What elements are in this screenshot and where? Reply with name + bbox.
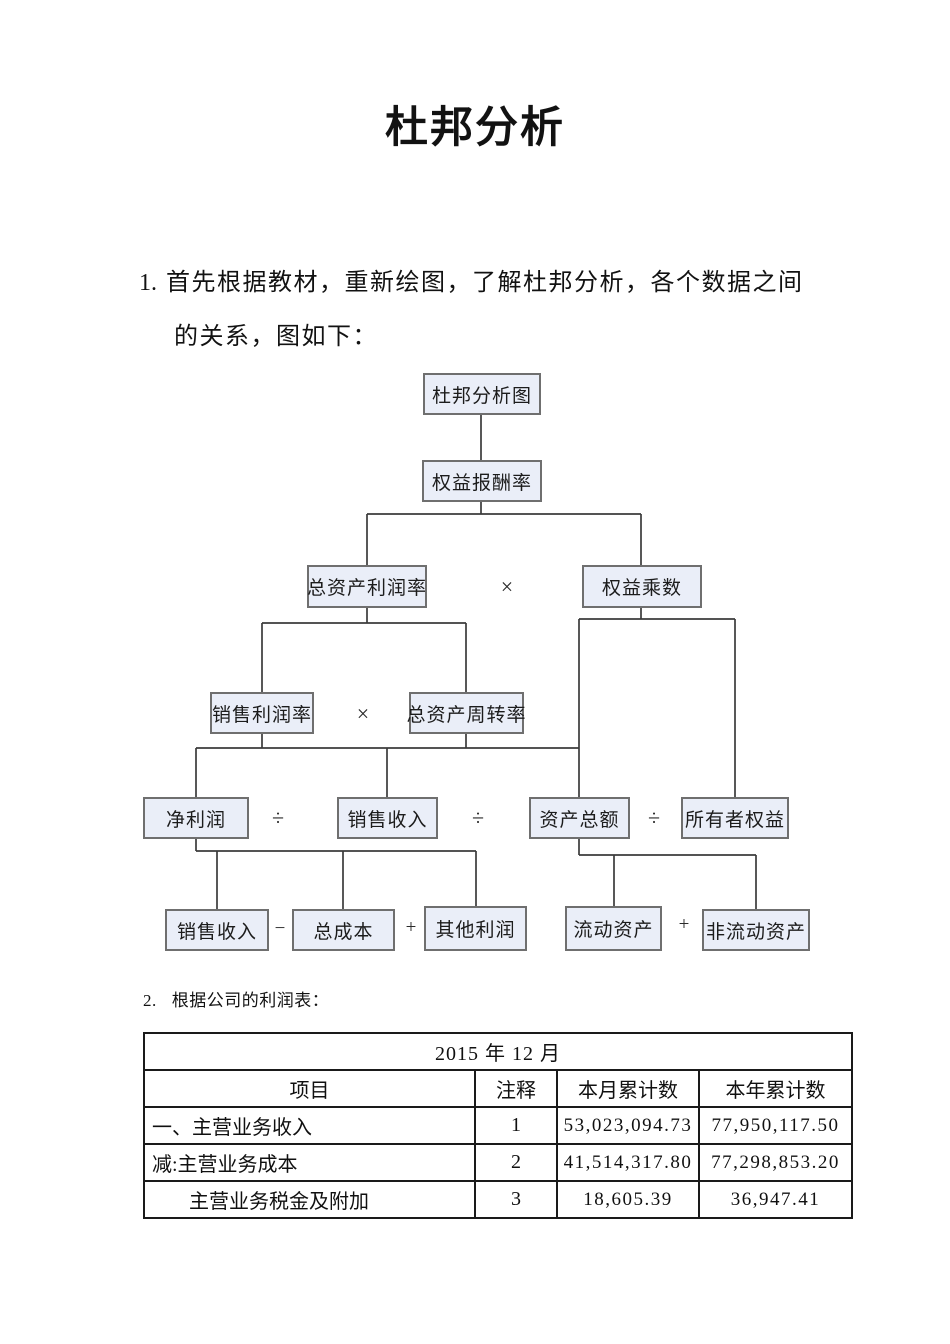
list-item-2-text: 根据公司的利润表： bbox=[171, 991, 330, 1010]
page-title: 杜邦分析 bbox=[385, 104, 565, 152]
flowchart-node-net-profit: 净利润 bbox=[143, 797, 249, 839]
table-cell-year: 36,947.41 bbox=[698, 1180, 853, 1219]
table-cell-month: 18,605.39 bbox=[556, 1180, 700, 1219]
operator-multiply-1: × bbox=[500, 574, 514, 599]
table-header-month-total: 本月累计数 bbox=[556, 1069, 700, 1108]
table-cell-year: 77,298,853.20 bbox=[698, 1143, 853, 1182]
list-item-1-line2: 的关系，图如下： bbox=[174, 324, 378, 350]
table-cell-year: 77,950,117.50 bbox=[698, 1106, 853, 1145]
flowchart-node-sales-profit-rate: 销售利润率 bbox=[210, 692, 314, 734]
flowchart-node-owners-equity: 所有者权益 bbox=[681, 797, 789, 839]
table-cell-note: 1 bbox=[474, 1106, 558, 1145]
list-item-2: 2. 根据公司的利润表： bbox=[143, 986, 329, 1011]
table-cell-month: 41,514,317.80 bbox=[556, 1143, 700, 1182]
table-title: 2015 年 12 月 bbox=[143, 1032, 853, 1071]
income-statement-table: 2015 年 12 月 项目 注释 本月累计数 本年累计数 一、主营业务收入 1… bbox=[143, 1032, 853, 1219]
flowchart-node-current-assets: 流动资产 bbox=[565, 906, 662, 951]
flowchart-node-dupont-chart: 杜邦分析图 bbox=[423, 373, 541, 415]
operator-minus-1: − bbox=[274, 918, 286, 939]
table-row: 一、主营业务收入 1 53,023,094.73 77,950,117.50 bbox=[143, 1106, 853, 1145]
list-item-1-text: 首先根据教材，重新绘图，了解杜邦分析，各个数据之间 bbox=[166, 270, 804, 296]
flowchart-node-total-assets: 资产总额 bbox=[529, 797, 630, 839]
table-cell-month: 53,023,094.73 bbox=[556, 1106, 700, 1145]
table-cell-item: 一、主营业务收入 bbox=[143, 1106, 476, 1145]
table-cell-item: 减:主营业务成本 bbox=[143, 1143, 476, 1182]
table-row: 减:主营业务成本 2 41,514,317.80 77,298,853.20 bbox=[143, 1143, 853, 1182]
list-item-1-line1: 1. 首先根据教材，重新绘图，了解杜邦分析，各个数据之间 bbox=[139, 256, 839, 310]
flowchart-node-total-cost: 总成本 bbox=[292, 909, 395, 951]
table-header-year-total: 本年累计数 bbox=[698, 1069, 853, 1108]
operator-divide-1: ÷ bbox=[271, 805, 285, 830]
flowchart-node-other-profit: 其他利润 bbox=[424, 906, 527, 951]
operator-plus-1: + bbox=[405, 917, 417, 938]
table-cell-note: 2 bbox=[474, 1143, 558, 1182]
table-header-note: 注释 bbox=[474, 1069, 558, 1108]
flowchart-node-sales-revenue: 销售收入 bbox=[337, 797, 438, 839]
table-header-row: 项目 注释 本月累计数 本年累计数 bbox=[143, 1069, 853, 1108]
flowchart-node-non-current-assets: 非流动资产 bbox=[702, 909, 810, 951]
table-title-row: 2015 年 12 月 bbox=[143, 1032, 853, 1071]
flowchart-node-equity-multiplier: 权益乘数 bbox=[582, 565, 702, 608]
flowchart-node-sales-revenue-2: 销售收入 bbox=[165, 909, 269, 951]
table-cell-item: 主营业务税金及附加 bbox=[143, 1180, 476, 1219]
flowchart-node-total-asset-turnover: 总资产周转率 bbox=[407, 692, 526, 734]
table-header-item: 项目 bbox=[143, 1069, 476, 1108]
operator-divide-3: ÷ bbox=[647, 805, 661, 830]
flowchart-node-return-on-equity: 权益报酬率 bbox=[422, 460, 542, 502]
table-cell-note: 3 bbox=[474, 1180, 558, 1219]
operator-divide-2: ÷ bbox=[471, 805, 485, 830]
list-item-1: 1. 首先根据教材，重新绘图，了解杜邦分析，各个数据之间 的关系，图如下： bbox=[139, 256, 839, 364]
list-item-1-number: 1. bbox=[139, 270, 157, 296]
operator-plus-2: + bbox=[678, 914, 690, 935]
table-row: 主营业务税金及附加 3 18,605.39 36,947.41 bbox=[143, 1180, 853, 1219]
flowchart-node-total-asset-profit-rate: 总资产利润率 bbox=[307, 565, 427, 608]
operator-multiply-2: × bbox=[356, 701, 370, 726]
list-item-2-number: 2. bbox=[143, 991, 157, 1010]
